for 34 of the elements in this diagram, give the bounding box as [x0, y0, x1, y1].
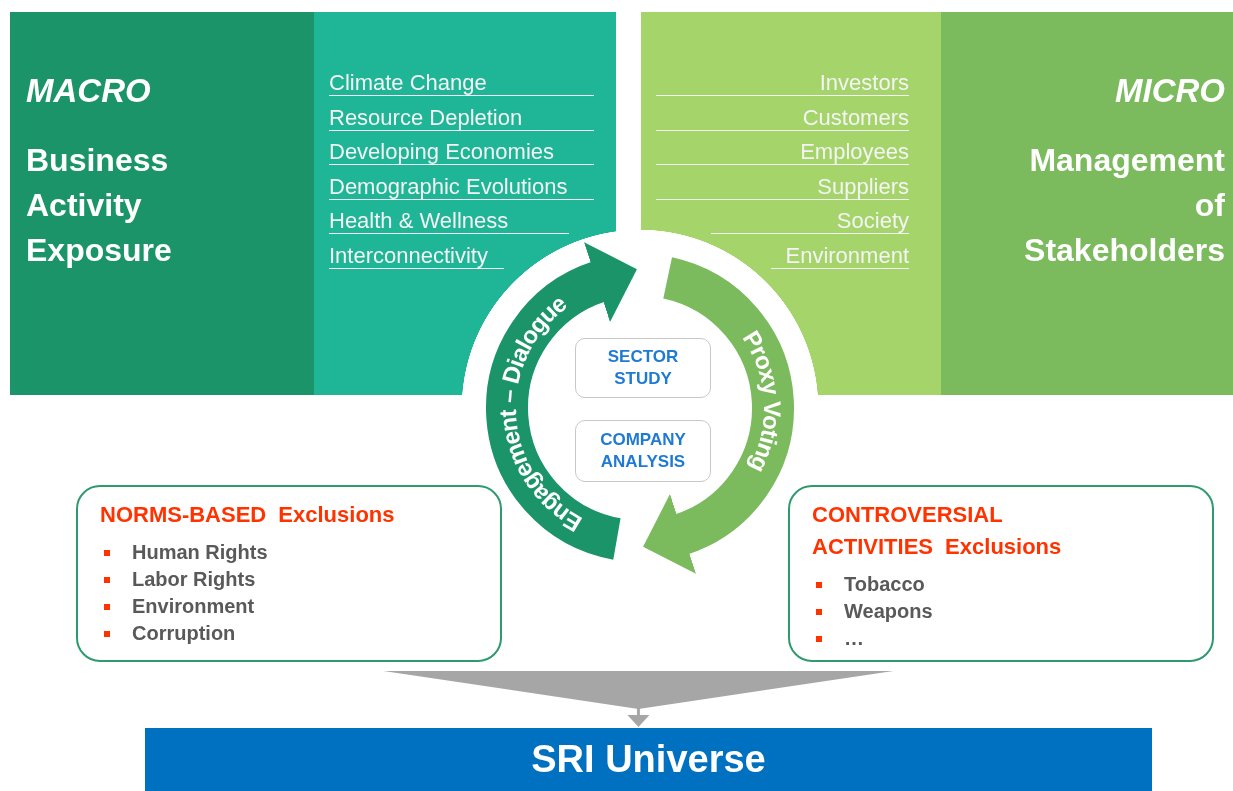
underlined-item: Employees [656, 139, 909, 165]
study-box [575, 338, 711, 398]
panel-heading: MACRO [26, 72, 152, 110]
underlined-item: Environment [771, 242, 909, 269]
underlined-item: Demographic Evolutions [329, 173, 594, 200]
category-panel [941, 12, 1233, 395]
bullet-item: Weapons [844, 599, 933, 624]
box-heading: NORMS-BASED Exclusions [100, 501, 396, 529]
underlined-item: Society [711, 208, 909, 234]
underlined-item: Climate Change [329, 70, 594, 96]
bullet-item: Labor Rights [132, 567, 256, 592]
underlined-item: Investors [656, 70, 909, 96]
bullet-item: Tobacco [844, 572, 925, 597]
panel-title: Management of Stakeholders [1023, 141, 1225, 270]
underlined-item: Developing Economies [329, 139, 594, 165]
box-heading: CONTROVERSIAL ACTIVITIES Exclusions [812, 501, 1063, 561]
bullet-item: Environment [132, 594, 255, 619]
bullet-item: Human Rights [132, 540, 268, 565]
underlined-item: Suppliers [656, 173, 909, 200]
box-label: SECTOR STUDY [606, 346, 680, 390]
panel-heading: MICRO [1114, 72, 1225, 110]
bullet-item: Corruption [132, 621, 236, 646]
panel-title: Business Activity Exposure [26, 141, 173, 270]
box-label: COMPANY ANALYSIS [599, 429, 687, 473]
underlined-item: Health & Wellness [329, 208, 569, 234]
category-panel [10, 12, 314, 395]
bar-label: SRI Universe [531, 738, 766, 781]
universe-bar [145, 728, 1152, 791]
underlined-item: Interconnectivity [329, 242, 504, 269]
exclusion-box [788, 485, 1214, 662]
exclusion-box [76, 485, 502, 662]
bullet-item: … [844, 626, 864, 651]
underlined-item: Customers [656, 104, 909, 131]
underlined-item: Resource Depletion [329, 104, 594, 131]
